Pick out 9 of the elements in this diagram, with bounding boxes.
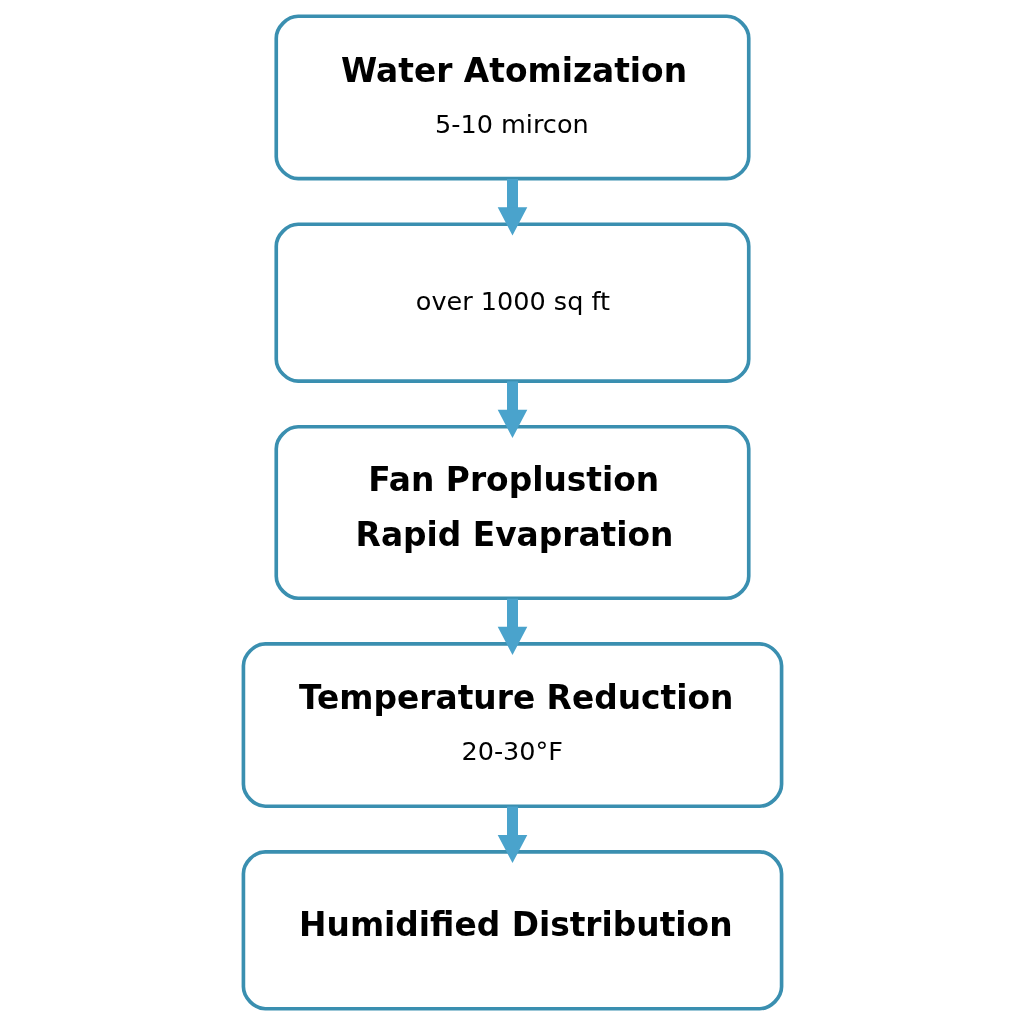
node-box: Temperature Reduction 20-30°F [241, 641, 783, 808]
node-box: Humidified Distribution [241, 849, 783, 1011]
arrow [497, 806, 527, 863]
arrow [497, 598, 527, 655]
arrow [497, 380, 527, 438]
node-box: over 1000 sq ft [273, 221, 751, 383]
arrow [497, 178, 527, 236]
node-box: Fan Proplustion Rapid Evapration [273, 424, 751, 600]
node-box: Water Atomization 5-10 mircon [273, 13, 751, 180]
